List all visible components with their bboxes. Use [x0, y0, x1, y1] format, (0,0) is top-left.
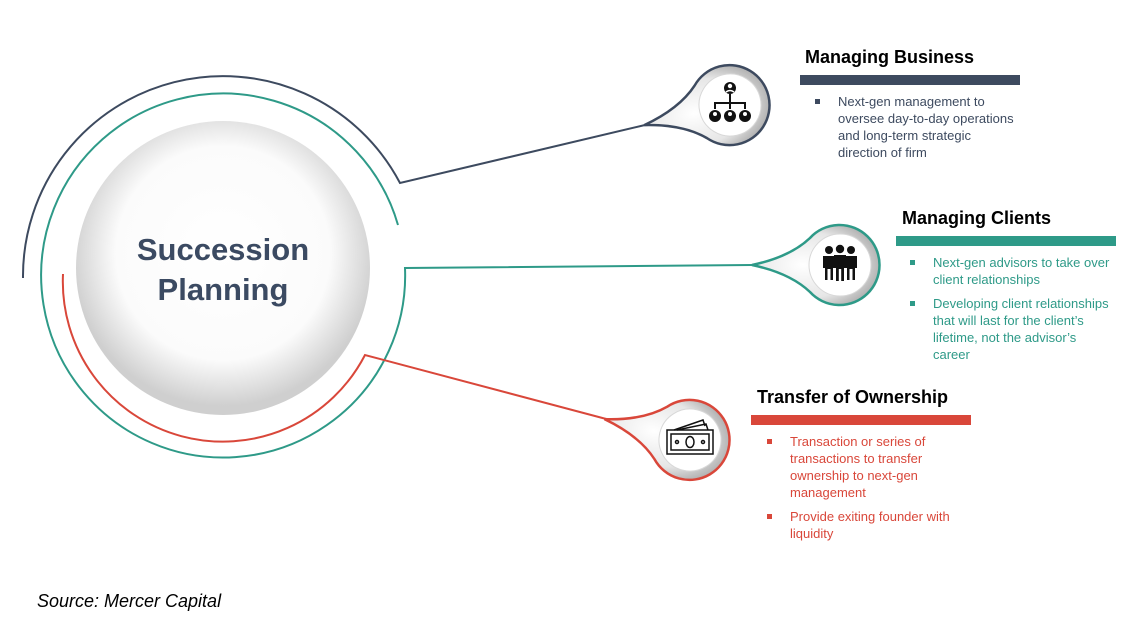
bullet-marker	[767, 514, 772, 519]
clients-pin	[751, 223, 881, 307]
center-title-line1: Succession	[136, 232, 310, 267]
bullet-item: Next-gen advisors to take over client re…	[910, 254, 1116, 288]
bullet-marker	[815, 99, 820, 104]
bullet-item: Next-gen management to oversee day-to-da…	[815, 93, 1020, 161]
bullet-text: Next-gen advisors to take over client re…	[933, 255, 1110, 287]
section-title: Transfer of Ownership	[757, 387, 949, 407]
money-bills-icon	[666, 419, 714, 455]
bullet-text: Next-gen management to oversee day-to-da…	[838, 94, 1014, 160]
bullet-item: Provide exiting founder with liquidity	[767, 508, 957, 542]
bullet-marker	[910, 301, 915, 306]
org-chart-icon	[709, 82, 751, 122]
section-bar	[800, 75, 1020, 85]
bullet-marker	[767, 439, 772, 444]
managing-clients-block: Managing Clients Next-gen advisors to ta…	[896, 208, 1116, 370]
section-title: Managing Business	[805, 47, 975, 67]
section-title: Managing Clients	[902, 208, 1052, 228]
bullet-text: Transaction or series of transactions to…	[790, 434, 926, 500]
managing-business-block: Managing Business Next-gen management to…	[800, 47, 1020, 168]
section-bar	[896, 236, 1116, 246]
ownership-arc	[61, 273, 611, 443]
transfer-ownership-block: Transfer of Ownership Transaction or ser…	[751, 387, 971, 549]
bullet-text: Developing client relationships that wil…	[933, 296, 1109, 362]
clients-arc	[40, 92, 753, 459]
section-bar	[751, 415, 971, 425]
center-title-line2: Planning	[157, 272, 289, 307]
bullet-item: Developing client relationships that wil…	[910, 295, 1116, 363]
center-sphere	[76, 121, 370, 415]
business-arc	[21, 75, 646, 279]
source-note: Source: Mercer Capital	[37, 591, 222, 611]
center-title: Succession Planning	[103, 230, 343, 310]
bullet-item: Transaction or series of transactions to…	[767, 433, 957, 501]
bullet-marker	[910, 260, 915, 265]
business-pin	[643, 63, 771, 147]
people-group-icon	[823, 244, 857, 281]
bullet-text: Provide exiting founder with liquidity	[790, 509, 950, 541]
